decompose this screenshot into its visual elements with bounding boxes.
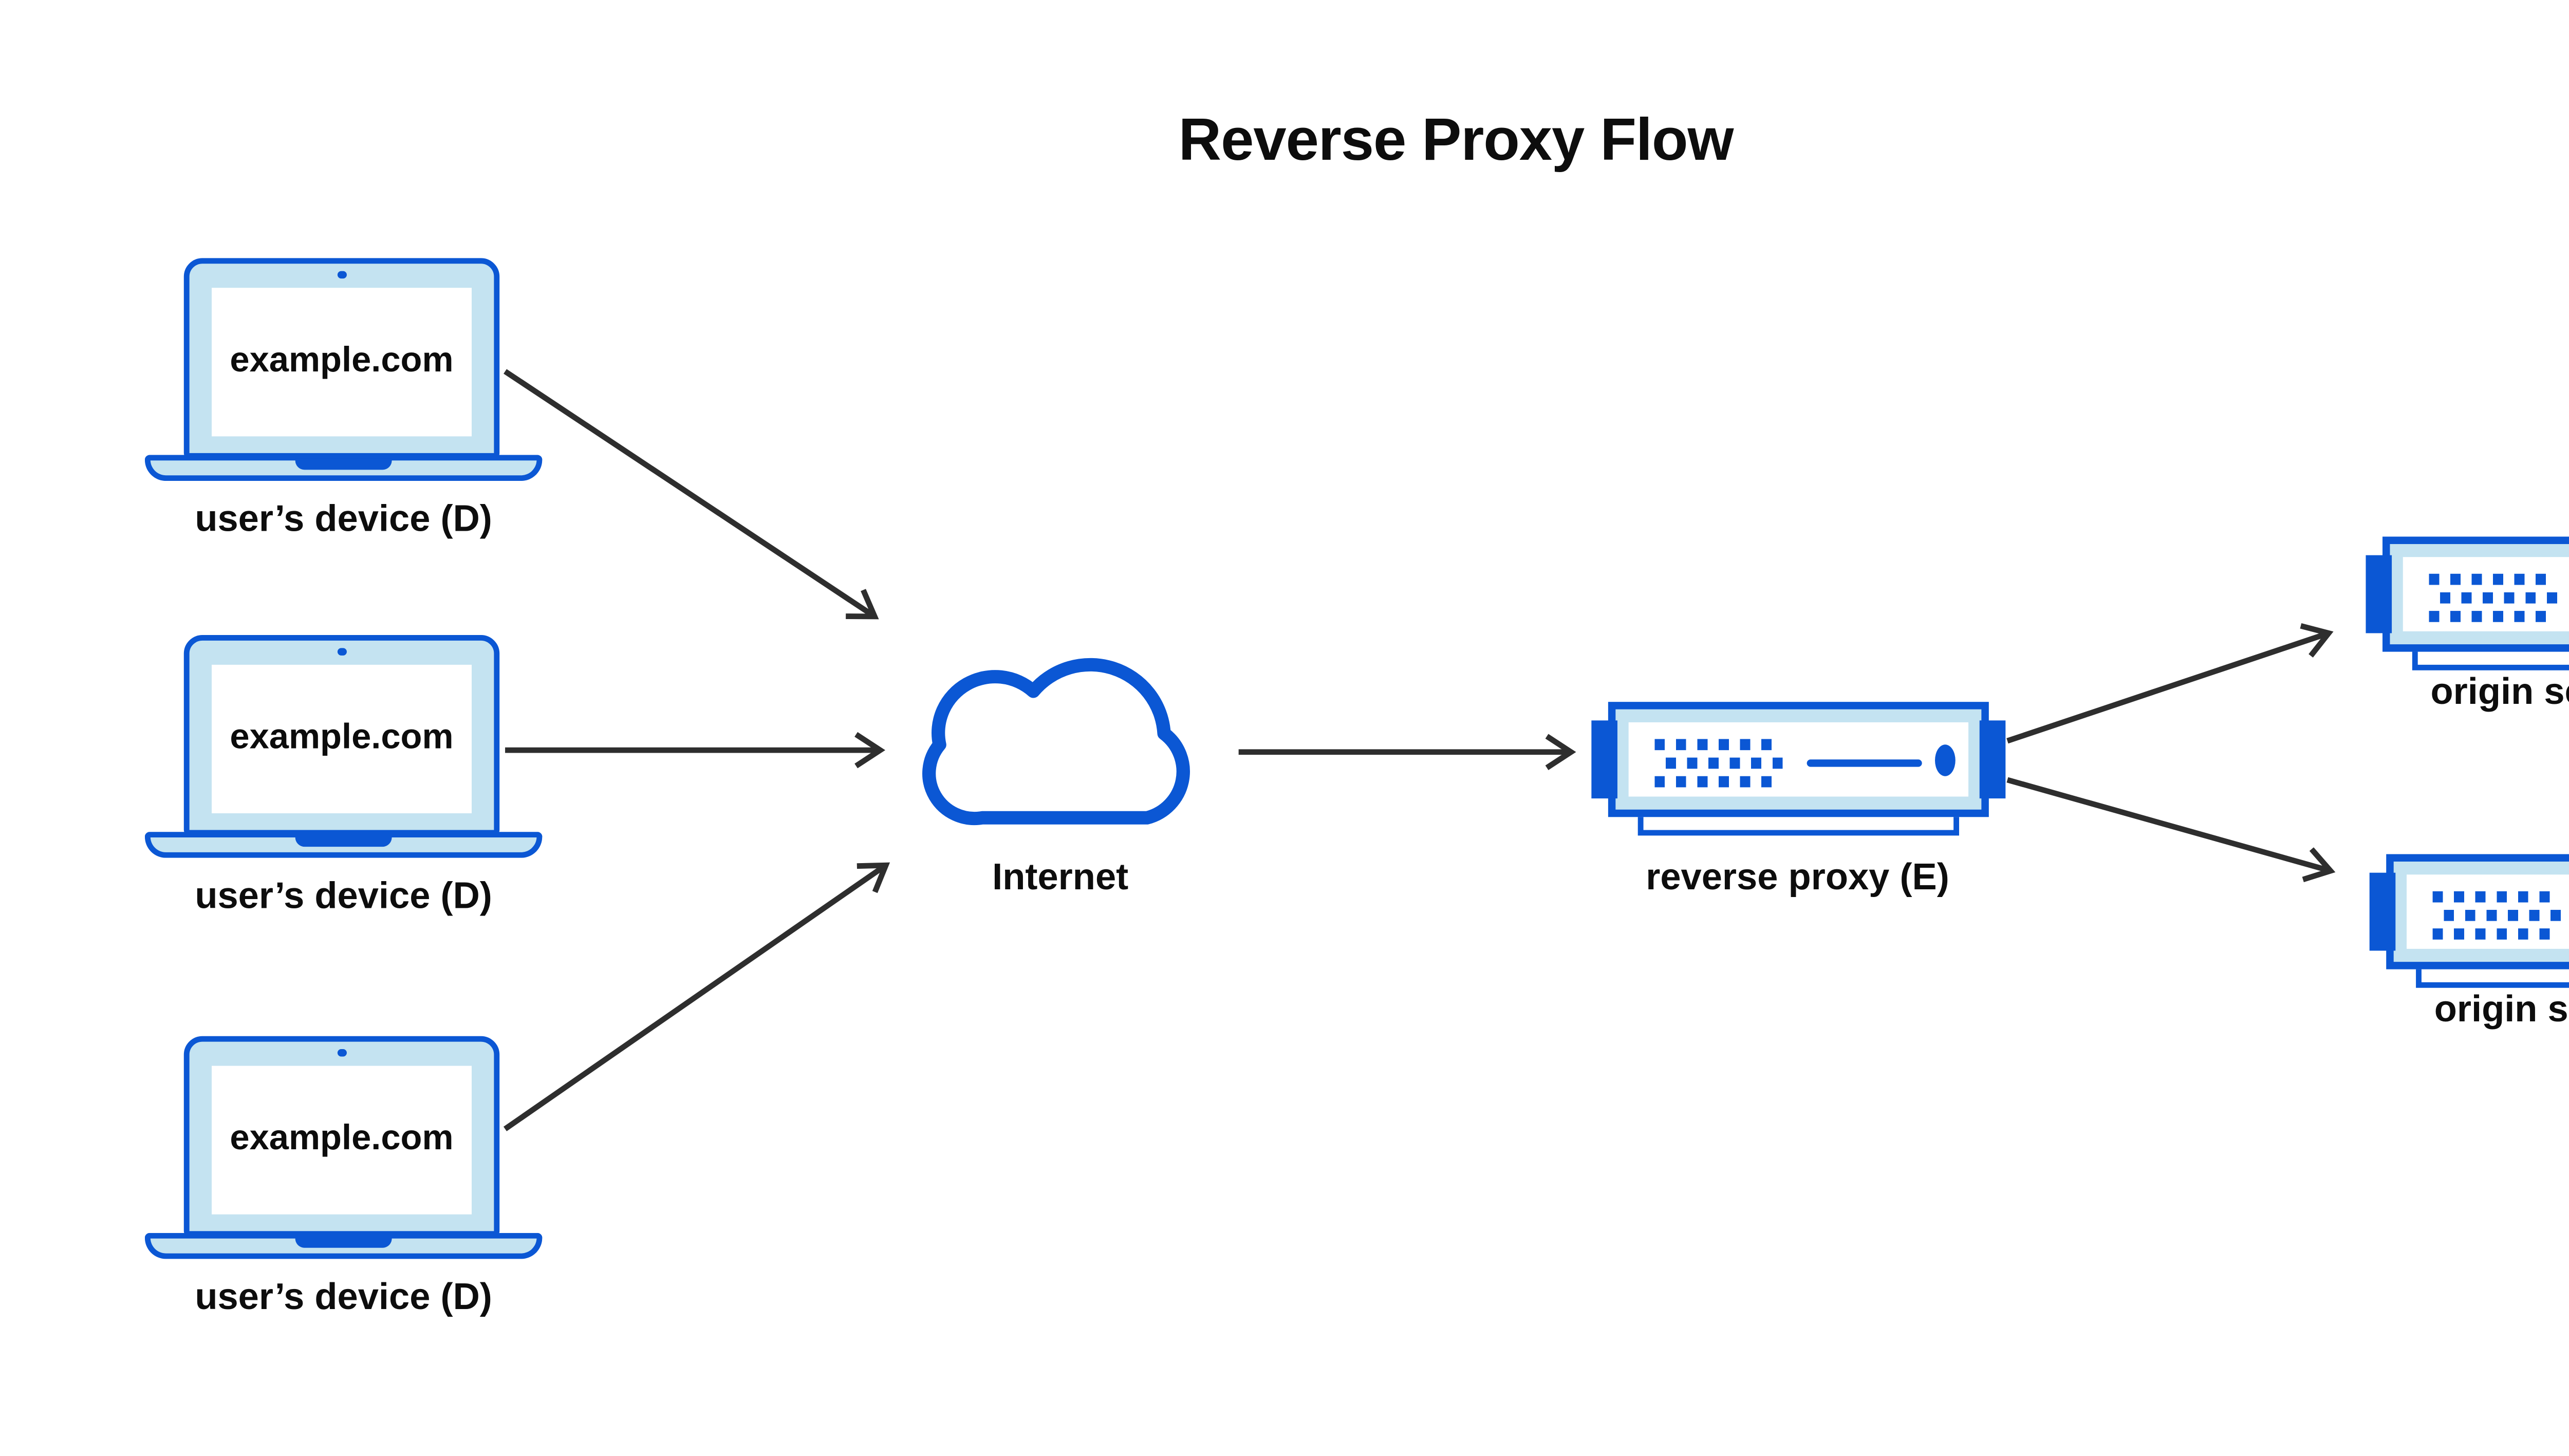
server-vent-row-icon (2444, 909, 2563, 921)
server-vent-row-icon (2440, 592, 2559, 604)
server-panel (1628, 722, 1969, 797)
arrow-proxy-to-origin1 (2006, 623, 2334, 744)
arrow-device1-to-internet (504, 369, 879, 620)
origin-server-2 (2369, 854, 2569, 996)
arrow-device3-to-internet (503, 862, 890, 1131)
device-label: user’s device (D) (195, 499, 492, 540)
laptop-screen: example.com (212, 664, 472, 814)
laptop-screen: example.com (212, 288, 472, 437)
browser-url-text: example.com (230, 718, 454, 758)
webcam-dot-icon (337, 270, 346, 279)
laptop-lid: example.com (183, 258, 500, 459)
server-panel (2407, 874, 2569, 949)
laptop-base (144, 1233, 543, 1259)
user-device-3: example.com user’s device (D) (144, 1036, 543, 1326)
user-device-1: example.com user’s device (D) (144, 258, 543, 548)
webcam-dot-icon (337, 647, 346, 656)
server-vent-row-icon (1654, 776, 1774, 788)
server-vent-row-icon (2432, 891, 2552, 903)
origin-server-1-label: origin server (F) (2430, 672, 2569, 713)
laptop-base (144, 455, 543, 481)
server-side-tab-icon (2369, 872, 2396, 951)
arrow-proxy-to-origin2 (2006, 777, 2336, 883)
server-vent-row-icon (1665, 757, 1785, 769)
server-vent-row-icon (1654, 739, 1774, 751)
internet-node: Internet (897, 635, 1224, 899)
laptop-lid: example.com (183, 1036, 500, 1237)
device-label: user’s device (D) (195, 876, 492, 918)
server-front (1608, 702, 1989, 817)
server-front (2386, 854, 2569, 969)
server-front (2382, 536, 2569, 652)
laptop-base (144, 832, 543, 858)
server-slot-line-icon (1807, 759, 1922, 767)
internet-label: Internet (992, 857, 1129, 899)
user-device-2: example.com user’s device (D) (144, 635, 543, 925)
server-vent-row-icon (2432, 928, 2552, 940)
server-led-icon (1934, 744, 1956, 776)
origin-server-1 (2366, 536, 2569, 678)
server-side-tab-icon (2366, 555, 2392, 633)
browser-url-text: example.com (230, 1119, 454, 1159)
laptop-screen: example.com (212, 1066, 472, 1215)
webcam-dot-icon (337, 1048, 346, 1057)
server-vent-row-icon (2429, 611, 2548, 622)
origin-server-2-label: origin server (F) (2434, 990, 2569, 1031)
server-vent-row-icon (2429, 573, 2548, 585)
server-panel (2403, 557, 2569, 631)
reverse-proxy-label: reverse proxy (E) (1646, 857, 1949, 899)
laptop-notch (295, 458, 392, 469)
server-side-tab-icon (1979, 720, 2006, 799)
laptop-notch (295, 835, 392, 846)
laptop-notch (295, 1237, 392, 1247)
reverse-proxy-server (1591, 702, 2006, 843)
browser-url-text: example.com (230, 342, 454, 381)
device-label: user’s device (D) (195, 1277, 492, 1319)
server-side-tab-icon (1591, 720, 1617, 799)
cloud-icon (922, 658, 1190, 826)
diagram-title: Reverse Proxy Flow (1178, 106, 1734, 173)
laptop-lid: example.com (183, 635, 500, 836)
